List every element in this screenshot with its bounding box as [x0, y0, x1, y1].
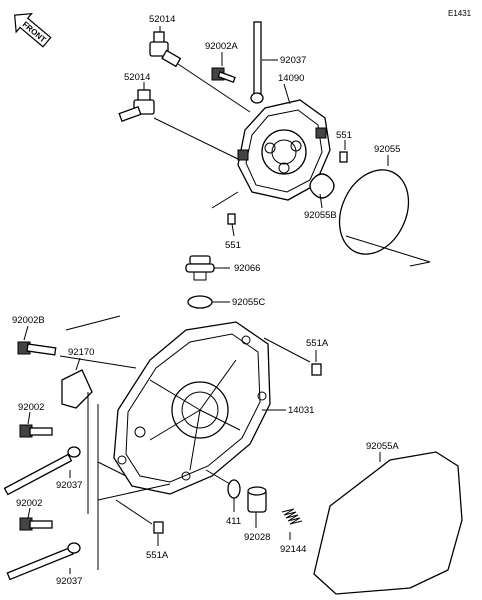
leader-line [115, 499, 153, 525]
leader-line [263, 337, 311, 363]
callout-92002B: 92002B [12, 315, 45, 326]
callout-92055A: 92055A [366, 441, 399, 452]
callout-551-right: 551 [336, 130, 352, 141]
leader-line [211, 191, 239, 209]
gasket-92055A [313, 451, 463, 595]
leader-line [23, 325, 29, 341]
callout-52014-mid: 52014 [124, 72, 150, 83]
leader-line [409, 261, 431, 267]
callout-92002-mid: 92002 [18, 402, 44, 413]
front-arrow-icon: FRONT [14, 12, 52, 48]
cover-plate-14090 [237, 99, 331, 201]
collar-92028 [247, 486, 267, 513]
callout-92055C: 92055C [232, 297, 265, 308]
leader-line [283, 83, 291, 105]
elbow-fitting-52014-mid [118, 89, 155, 123]
bracket-92170 [61, 369, 93, 409]
callout-52014-top: 52014 [149, 14, 175, 25]
plug-92066 [185, 255, 215, 281]
callout-92066: 92066 [234, 263, 260, 274]
callout-92055: 92055 [374, 144, 400, 155]
callout-14031: 14031 [288, 405, 314, 416]
bolt-92002-low [19, 517, 53, 531]
leader-line [97, 461, 127, 477]
elbow-fitting-52014-top [149, 31, 182, 68]
rod-92037-mid [3, 446, 81, 496]
callout-92037-low: 92037 [56, 576, 82, 587]
callout-92055B: 92055B [304, 210, 337, 221]
leader-line [319, 193, 323, 209]
o-ring-92055C [187, 295, 213, 309]
callout-92144: 92144 [280, 544, 306, 555]
callout-92002-low: 92002 [16, 498, 42, 509]
leader-line [231, 223, 235, 237]
callout-411: 411 [226, 516, 241, 527]
leader-line [75, 357, 81, 371]
dowel-pin-551A-low [153, 521, 164, 534]
bolt-92002B [17, 341, 57, 356]
engine-cover-14031 [113, 321, 271, 495]
leader-line [177, 63, 251, 113]
callout-92002A: 92002A [205, 41, 238, 52]
callout-551-left: 551 [225, 240, 241, 251]
callout-551A-right: 551A [306, 338, 329, 349]
leader-line [97, 483, 171, 501]
dowel-pin-551-left [227, 213, 236, 225]
callout-551A-low: 551A [146, 550, 169, 561]
callout-14090: 14090 [278, 73, 304, 84]
o-ring-92055 [338, 169, 410, 255]
leader-line [345, 235, 431, 263]
diagram-id: E1431 [448, 9, 472, 18]
callout-92037-top: 92037 [280, 55, 306, 66]
dowel-pin-551-right [339, 151, 348, 163]
callout-92028: 92028 [244, 532, 270, 543]
spring-92144 [281, 508, 303, 525]
callout-92170: 92170 [68, 347, 94, 358]
leader-line [27, 411, 31, 425]
leader-line [59, 355, 137, 369]
leader-line [65, 315, 121, 331]
callout-92037-mid: 92037 [56, 480, 82, 491]
washer-411 [227, 479, 241, 499]
o-ring-92055B [309, 173, 335, 199]
bolt-92002-mid [19, 424, 53, 438]
bolt-92002A [211, 67, 236, 84]
leader-line [205, 469, 231, 485]
rod-92037-top [250, 21, 264, 104]
leader-line [153, 117, 241, 161]
rod-92037-low [6, 542, 81, 581]
leader-line [27, 507, 31, 519]
dowel-pin-551A-right [311, 363, 322, 376]
